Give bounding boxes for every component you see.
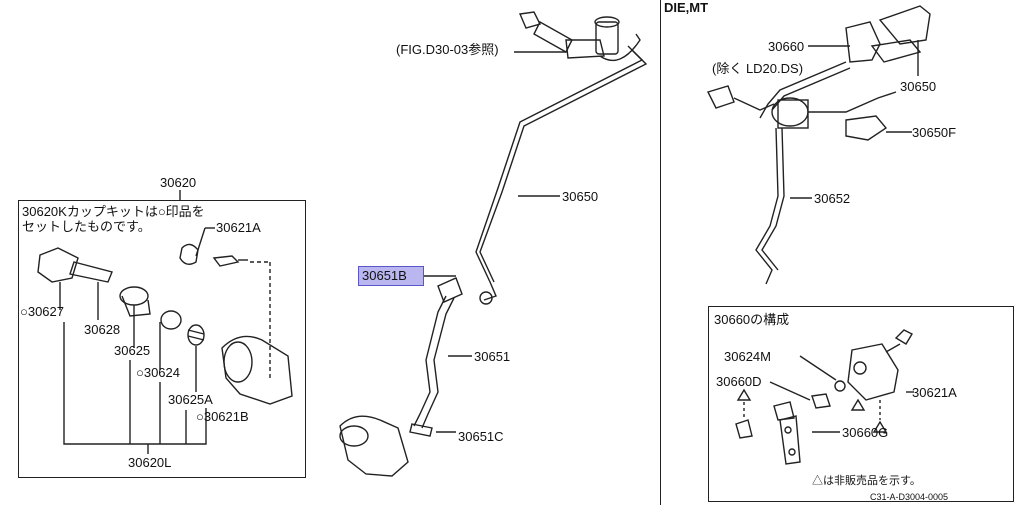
clip-30650-top [878,5,931,45]
cup-part [160,310,182,330]
kit-note-line1: 30620Kカップキットは○印品を [22,204,205,219]
label-30621a-right[interactable]: 30621A [912,385,957,400]
label-30625[interactable]: 30625 [114,343,151,358]
connector-30650f [845,115,888,141]
bleeder-part [212,255,240,267]
label-30660g[interactable]: 30660G [842,425,889,440]
clamp-part [707,85,735,109]
triangle-mark [850,398,866,411]
label-30621a-left[interactable]: 30621A [216,220,261,235]
variant-title: DIE,MT [664,0,709,15]
label-30627[interactable]: ○30627 [20,304,65,319]
label-30650f[interactable]: 30650F [912,125,957,140]
label-30624[interactable]: ○30624 [136,365,181,380]
label-30624m[interactable]: 30624M [724,349,771,364]
hose-30651 [413,295,447,427]
triangle-mark [872,420,888,433]
label-30620[interactable]: 30620 [160,175,197,190]
label-30660[interactable]: 30660 [768,39,805,54]
pipe-30652 [755,127,779,285]
plate-30660g [779,415,801,465]
triangle-mark [736,388,752,401]
spring-part [187,324,205,346]
not-for-sale-note: △は非販売品を示す。 [812,475,921,487]
cylinder-body [221,335,293,405]
cylinder-kit-box [18,200,306,478]
highlight-30651b [358,266,424,286]
clip-part [179,243,199,265]
pipe-30650-mid [475,45,644,301]
label-30650-mid[interactable]: 30650 [562,189,599,204]
label-30628[interactable]: 30628 [84,322,121,337]
composition-box [708,306,1014,502]
junction-block-30660 [847,343,899,401]
label-30651[interactable]: 30651 [474,349,511,364]
label-30621b[interactable]: ○30621B [196,409,249,424]
plug-30660d [811,393,831,409]
composition-title: 30660の構成 [714,312,790,327]
figure-reference[interactable]: (FIG.D30-03参照) [396,42,499,57]
master-cyl-mount [518,11,542,29]
label-30651c[interactable]: 30651C [458,429,504,444]
diagram-code: C31-A-D3004-0005 [870,492,949,502]
label-30650-right[interactable]: 30650 [900,79,937,94]
pipe-30650-right [759,61,847,119]
label-30652[interactable]: 30652 [814,191,851,206]
kit-note-line2: セットしたものです。 [22,219,151,234]
slave-cylinder [339,415,409,477]
push-rod-part [69,261,113,283]
bracket-clip-30651b [437,277,463,303]
label-30651b[interactable]: 30651B [362,268,407,283]
divider-center-right [660,0,661,505]
bolt-part [735,419,753,439]
bracket-30660 [845,21,881,63]
label-30625a[interactable]: 30625A [168,392,213,407]
reservoir-part [595,21,619,55]
bleeder-30621a [894,329,913,345]
boot-part [37,247,79,283]
screw-30624m [834,380,846,392]
label-30660d[interactable]: 30660D [716,374,762,389]
exclude-note: (除く LD20.DS) [712,61,804,76]
label-30620l[interactable]: 30620L [128,455,172,470]
